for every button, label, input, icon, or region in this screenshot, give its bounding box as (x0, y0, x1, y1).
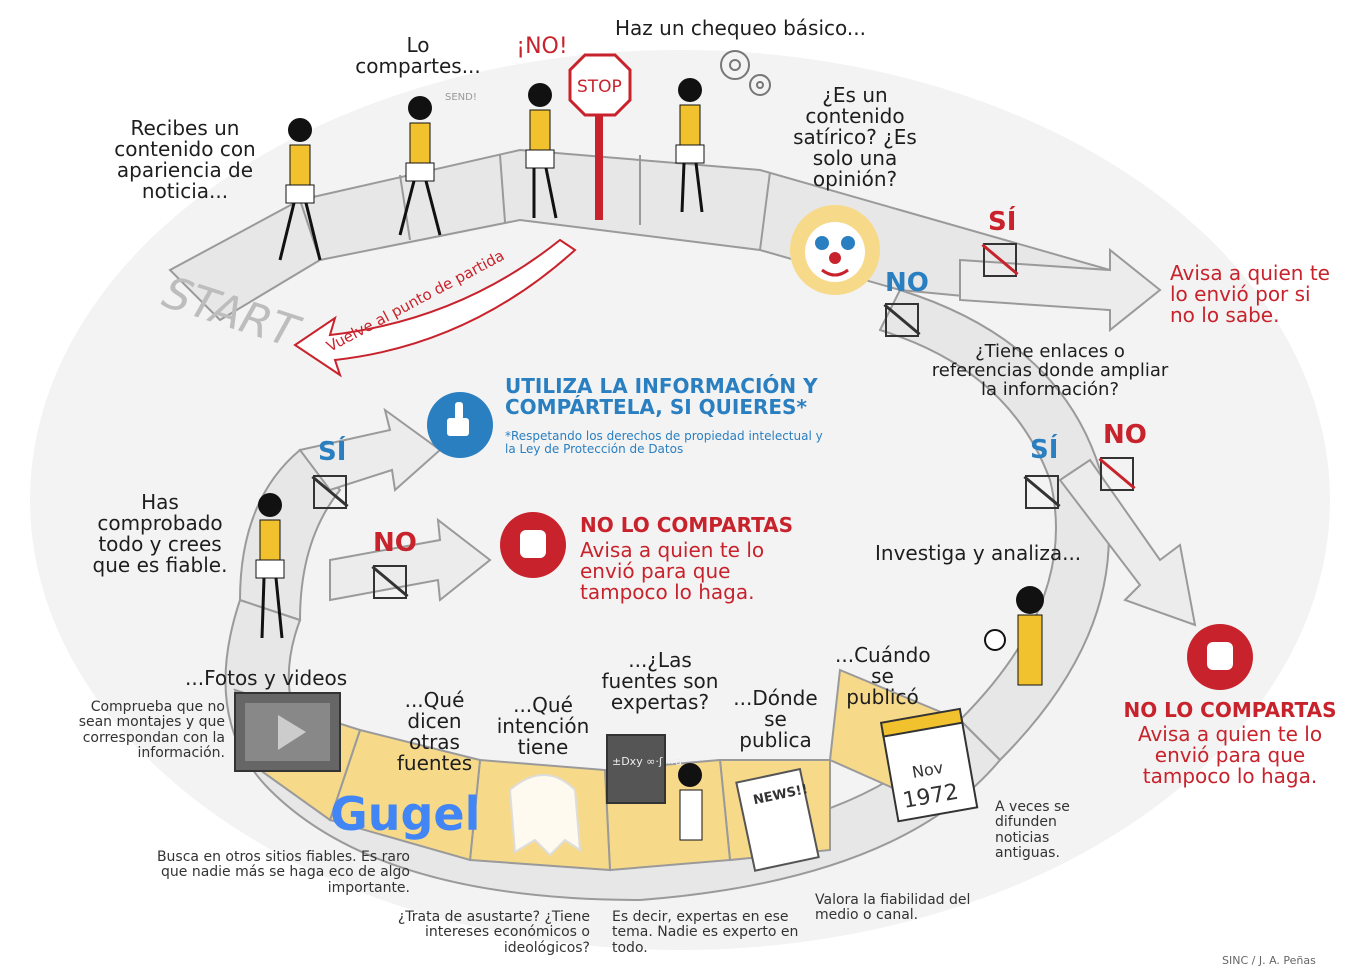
chalkboard (607, 735, 665, 803)
stop-hand-icon-right (1187, 624, 1253, 690)
no-satire-checkbox (885, 303, 919, 337)
send-sfx: SEND! (445, 92, 477, 103)
step-intention: ...Qué intención tiene (488, 695, 598, 758)
dont-share-center-title: NO LO COMPARTAS (580, 515, 800, 536)
step-where-published: ...Dónde se publica (728, 688, 823, 751)
note-expert: Es decir, expertas en ese tema. Nadie es… (612, 910, 807, 956)
notify-satire: Avisa a quien te lo envió por si no lo s… (1170, 263, 1330, 326)
step-other-sources: ...Qué dicen otras fuentes (392, 690, 477, 774)
no-links-label: NO (1103, 420, 1147, 450)
search-logo: Gugel (330, 787, 480, 841)
step-no-exclaim: ¡NO! (512, 35, 572, 58)
si-links-checkbox (1025, 475, 1059, 509)
no-verified-checkbox (373, 565, 407, 599)
dont-share-center-body: Avisa a quien te lo envió para que tampo… (580, 540, 780, 603)
ghost-icon (510, 775, 580, 855)
step-verified: Has comprobado todo y crees que es fiabl… (85, 492, 235, 576)
no-satire-label: NO (885, 268, 929, 298)
si-satire-checkbox (983, 243, 1017, 277)
note-medium: Valora la fiabilidad del medio o canal. (815, 893, 985, 924)
no-verified-label: NO (373, 528, 417, 558)
chalkboard-text: ±Dxy ∞·ʃ ∞a (612, 755, 682, 768)
no-links-checkbox (1100, 457, 1134, 491)
si-verified-label: SÍ (318, 437, 346, 467)
step-satire-question: ¿Es un contenido satírico? ¿Es solo una … (780, 85, 930, 190)
step-basic-check: Haz un chequeo básico... (615, 18, 915, 39)
note-photos: Comprueba que no sean montajes y que cor… (55, 700, 225, 762)
credit: SINC / J. A. Peñas (1222, 955, 1342, 967)
clown-face-icon (790, 205, 880, 295)
note-intention: ¿Trata de asustarte? ¿Tiene intereses ec… (355, 910, 590, 956)
step-receive: Recibes un contenido con apariencia de n… (100, 118, 270, 202)
video-thumbnail (235, 693, 340, 771)
dont-share-right-body: Avisa a quien te lo envió para que tampo… (1125, 724, 1335, 787)
stop-hand-icon-center (500, 512, 566, 578)
step-share: Lo compartes... (348, 35, 488, 77)
step-links-question: ¿Tiene enlaces o referencias donde ampli… (925, 343, 1175, 400)
si-satire-label: SÍ (988, 207, 1016, 237)
step-photos-videos: ...Fotos y videos (185, 668, 365, 689)
figure-expert (678, 763, 702, 840)
step-when-published: ...Cuándo se publicó (835, 645, 930, 708)
note-old-news: A veces se difunden noticias antiguas. (995, 800, 1085, 862)
stop-sign-text: STOP (577, 77, 622, 97)
si-links-label: SÍ (1030, 435, 1058, 465)
use-info-title: UTILIZA LA INFORMACIÓN Y COMPÁRTELA, SI … (505, 376, 865, 418)
use-info-note: *Respetando los derechos de propiedad in… (505, 430, 835, 455)
thumbs-up-icon (427, 392, 493, 458)
step-investigate: Investiga y analiza... (875, 543, 1115, 564)
dont-share-right-title: NO LO COMPARTAS (1120, 700, 1340, 721)
note-other-sources: Busca en otros sitios fiables. Es raro q… (140, 850, 410, 896)
si-verified-checkbox (313, 475, 347, 509)
step-expert-sources: ...¿Las fuentes son expertas? (590, 650, 730, 713)
